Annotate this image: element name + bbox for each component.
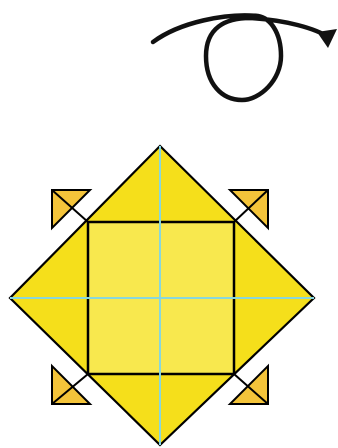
- loop-arrow-icon: [153, 15, 337, 100]
